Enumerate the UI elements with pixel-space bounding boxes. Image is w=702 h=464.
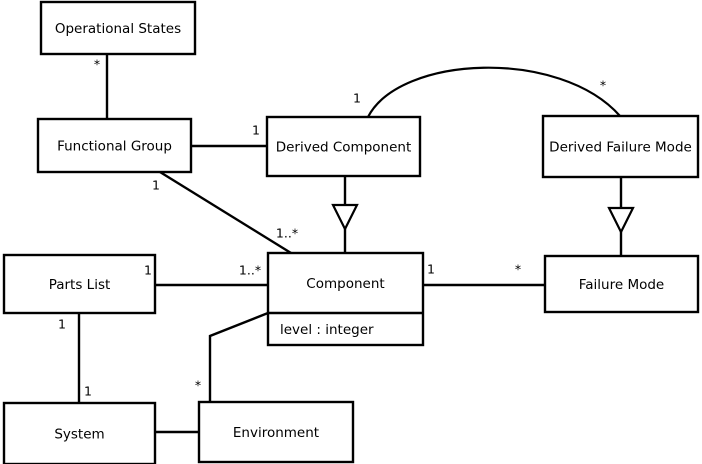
multiplicity-label-functional-group-component-0: 1 bbox=[152, 178, 160, 193]
class-name-failure-mode: Failure Mode bbox=[579, 277, 665, 293]
class-name-operational-states: Operational States bbox=[55, 21, 181, 37]
multiplicity-label-parts-list-component-0: 1 bbox=[144, 263, 152, 278]
multiplicity-label-operational-states-functional-group-0: * bbox=[94, 57, 100, 72]
class-name-environment: Environment bbox=[233, 425, 319, 441]
association-derived-component-component[interactable] bbox=[331, 176, 359, 253]
association-derived-failure-mode-failure-mode[interactable] bbox=[607, 177, 635, 256]
multiplicity-label-functional-group-derived-component-0: 1 bbox=[252, 123, 260, 138]
multiplicity-labels-layer: * 1 1 1..* 1 * 1 1..* 1 * 1 1 * bbox=[58, 57, 606, 399]
associations-layer bbox=[77, 54, 635, 434]
class-name-derived-failure-mode: Derived Failure Mode bbox=[549, 140, 692, 156]
association-line-environment-component[interactable] bbox=[208, 311, 269, 402]
class-box-environment[interactable]: Environment bbox=[197, 400, 355, 464]
association-line-derived-component-derived-failure-mode[interactable] bbox=[367, 66, 621, 118]
class-box-functional-group[interactable]: Functional Group bbox=[36, 117, 193, 174]
class-box-rect-parts-list[interactable] bbox=[2, 253, 157, 315]
class-box-rect-derived-component[interactable] bbox=[265, 115, 422, 178]
class-name-functional-group: Functional Group bbox=[57, 139, 172, 155]
association-functional-group-component[interactable] bbox=[159, 170, 292, 255]
class-box-derived-component[interactable]: Derived Component bbox=[265, 115, 422, 178]
class-box-rect-failure-mode[interactable] bbox=[543, 254, 700, 314]
multiplicity-label-environment-component-0: * bbox=[195, 378, 201, 393]
multiplicity-label-parts-list-system-1: 1 bbox=[84, 384, 92, 399]
class-box-rect-component[interactable] bbox=[266, 251, 425, 347]
association-line-functional-group-component[interactable] bbox=[159, 170, 292, 255]
class-box-operational-states[interactable]: Operational States bbox=[39, 0, 197, 56]
multiplicity-label-functional-group-component-1: 1..* bbox=[276, 226, 298, 241]
association-derived-component-derived-failure-mode[interactable] bbox=[367, 66, 621, 118]
class-name-system: System bbox=[54, 427, 104, 443]
multiplicity-label-component-failure-mode-0: 1 bbox=[427, 262, 435, 277]
class-box-rect-derived-failure-mode[interactable] bbox=[541, 114, 700, 179]
association-environment-component[interactable] bbox=[208, 311, 269, 402]
class-box-derived-failure-mode[interactable]: Derived Failure Mode bbox=[541, 114, 700, 179]
class-box-failure-mode[interactable]: Failure Mode bbox=[543, 254, 700, 314]
class-box-system[interactable]: System bbox=[2, 401, 157, 464]
class-name-derived-component: Derived Component bbox=[276, 140, 412, 156]
class-box-component[interactable]: Component level : integer bbox=[266, 251, 425, 347]
class-box-parts-list[interactable]: Parts List bbox=[2, 253, 157, 315]
multiplicity-label-parts-list-component-1: 1..* bbox=[239, 263, 261, 278]
multiplicity-label-component-failure-mode-1: * bbox=[515, 262, 521, 277]
multiplicity-label-derived-component-derived-failure-mode-1: * bbox=[600, 78, 606, 93]
class-box-rect-environment[interactable] bbox=[197, 400, 355, 464]
class-box-rect-functional-group[interactable] bbox=[36, 117, 193, 174]
class-attribute-component-0: level : integer bbox=[280, 322, 374, 338]
class-box-rect-operational-states[interactable] bbox=[39, 0, 197, 56]
class-box-rect-system[interactable] bbox=[2, 401, 157, 464]
class-name-component: Component bbox=[306, 276, 384, 292]
generalization-arrowhead-derived-failure-mode-failure-mode bbox=[607, 206, 635, 235]
class-name-parts-list: Parts List bbox=[49, 277, 111, 293]
multiplicity-label-parts-list-system-0: 1 bbox=[58, 317, 66, 332]
multiplicity-label-derived-component-derived-failure-mode-0: 1 bbox=[353, 91, 361, 106]
generalization-arrowhead-derived-component-component bbox=[331, 203, 359, 232]
